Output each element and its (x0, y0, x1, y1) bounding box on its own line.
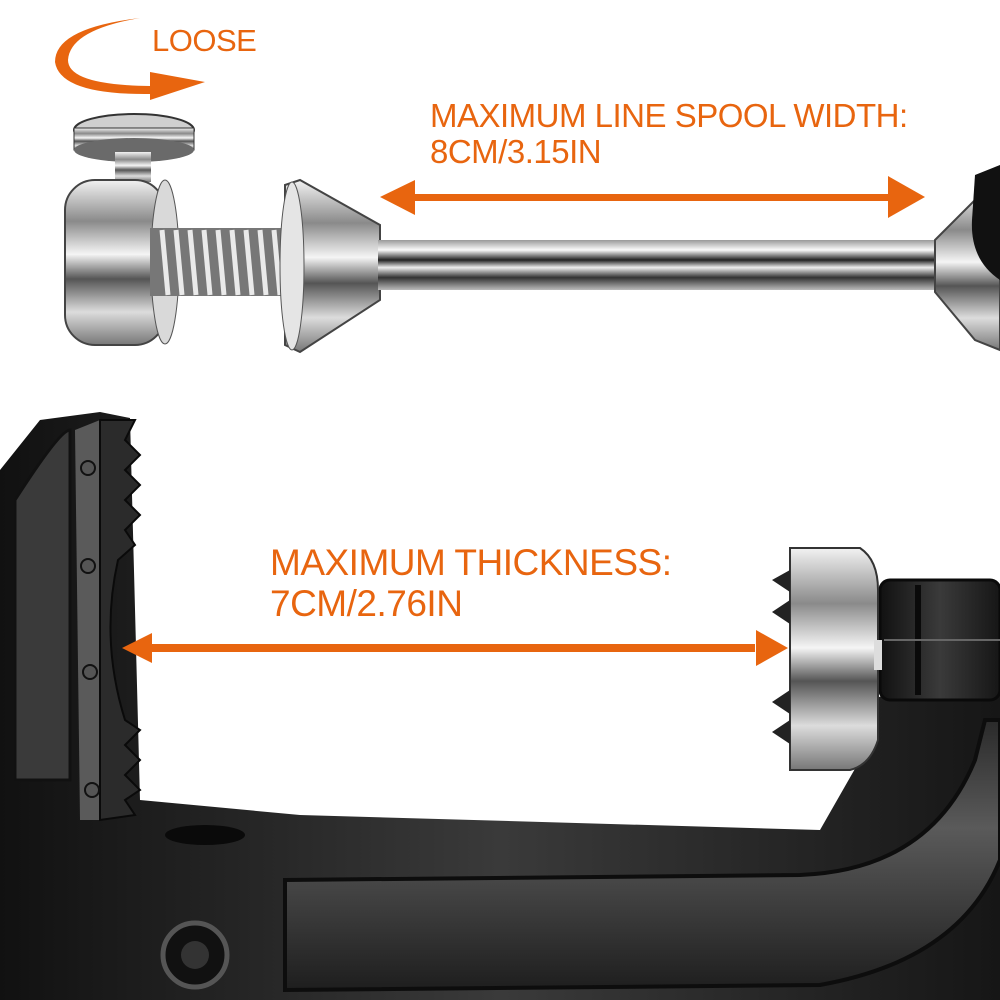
spool-width-label: MAXIMUM LINE SPOOL WIDTH: 8CM/3.15IN (430, 97, 908, 171)
arrow-head-left-icon (122, 633, 152, 663)
c-clamp-body (0, 412, 1000, 1000)
loose-arrow (55, 18, 205, 100)
loose-text: LOOSE (152, 23, 257, 58)
thickness-arrow (122, 630, 788, 666)
arrow-head-right-icon (888, 176, 925, 218)
spool-width-value: 8CM/3.15IN (430, 133, 602, 171)
thickness-title: MAXIMUM THICKNESS: (270, 542, 672, 583)
thickness-label: MAXIMUM THICKNESS: 7CM/2.76IN (270, 542, 672, 624)
spring (150, 228, 285, 296)
spool-width-arrow (380, 176, 925, 218)
arrow-head-right-icon (756, 630, 788, 666)
spool-cone-left (279, 178, 381, 354)
spool-shaft (378, 240, 938, 290)
thumb-screw[interactable] (73, 113, 195, 182)
thickness-value: 7CM/2.76IN (270, 582, 463, 624)
curved-arrow-icon (55, 18, 205, 100)
clamp-pad (772, 547, 882, 771)
spool-cone-right (934, 165, 1000, 352)
loose-label: LOOSE (152, 23, 257, 58)
arrow-head-left-icon (380, 180, 415, 215)
spool-width-title: MAXIMUM LINE SPOOL WIDTH: (430, 97, 908, 134)
